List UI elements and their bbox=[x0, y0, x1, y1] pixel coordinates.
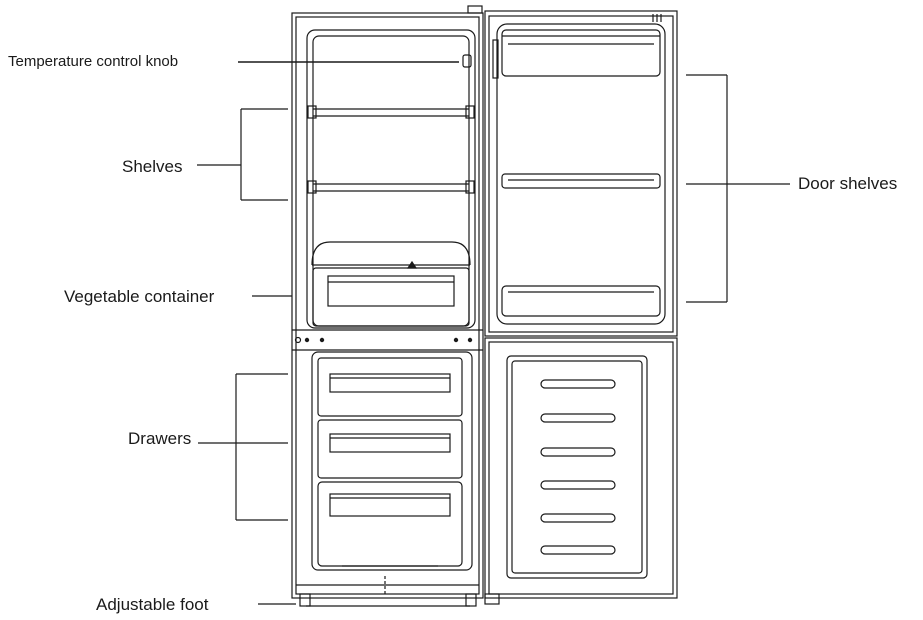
temperature-knob-icon bbox=[462, 54, 472, 68]
fridge-compartment bbox=[306, 29, 476, 329]
drawers-label: Drawers bbox=[128, 429, 192, 448]
foot-right bbox=[465, 593, 477, 607]
shelves-bracket bbox=[197, 108, 288, 201]
door-shelves-bracket bbox=[686, 74, 790, 303]
shelf-upper bbox=[307, 105, 475, 119]
drawer-top bbox=[317, 357, 463, 417]
shelf-middle bbox=[307, 180, 475, 194]
door-shelf-bottom bbox=[501, 285, 661, 317]
freezer-compartment bbox=[296, 351, 479, 607]
door-shelf-top bbox=[501, 29, 661, 77]
fridge-door bbox=[484, 10, 678, 337]
vegetable-container bbox=[311, 241, 471, 327]
vegetable-container-label: Vegetable container bbox=[64, 287, 215, 306]
freezer-door bbox=[484, 337, 678, 605]
drawers-bracket bbox=[198, 373, 288, 521]
adjustable-foot-label: Adjustable foot bbox=[96, 595, 209, 614]
door-shelves-label: Door shelves bbox=[798, 174, 898, 193]
door-shelf-middle bbox=[501, 173, 661, 189]
drawer-middle bbox=[317, 419, 463, 479]
foot-left bbox=[299, 593, 311, 607]
temperature-knob-label: Temperature control knob bbox=[8, 53, 179, 70]
fridge-cabinet bbox=[291, 5, 484, 599]
shelves-label: Shelves bbox=[122, 157, 183, 176]
freezer-door-ridges bbox=[540, 379, 616, 555]
drawer-bottom bbox=[317, 481, 463, 567]
